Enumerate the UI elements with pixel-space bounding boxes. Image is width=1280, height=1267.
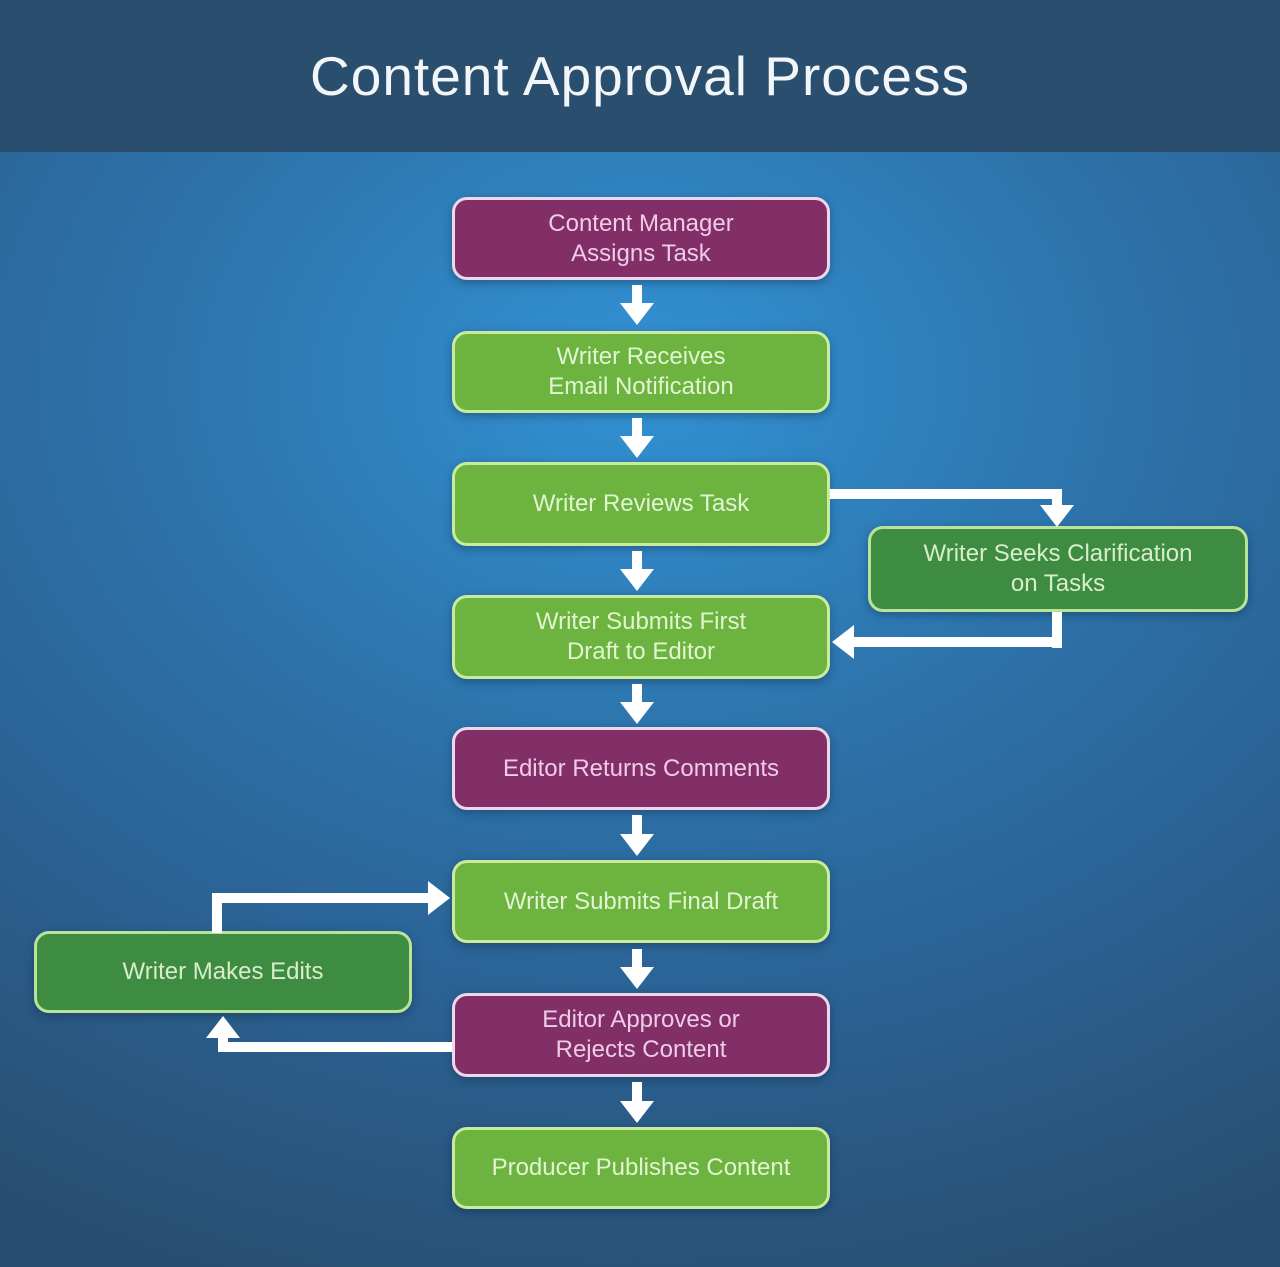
- node-label: Writer Submits Final Draft: [503, 887, 779, 915]
- arrow-shaft: [632, 285, 642, 305]
- arrowhead-left-icon: [832, 625, 854, 659]
- node-label: Writer Receives Email Notification: [548, 343, 734, 400]
- arrowhead-down-icon: [620, 1101, 654, 1123]
- arrowhead-down-icon: [620, 436, 654, 458]
- node-writer-receives-email-notification: Writer Receives Email Notification: [452, 331, 830, 413]
- node-content-manager-assigns-task: Content Manager Assigns Task: [452, 197, 830, 280]
- arrowhead-right-icon: [428, 881, 450, 915]
- arrowhead-down-icon: [620, 702, 654, 724]
- arrowhead-up-icon: [206, 1016, 240, 1038]
- node-label: Writer Makes Edits: [122, 958, 324, 985]
- connector-shaft: [1052, 489, 1062, 507]
- arrowhead-down-icon: [620, 967, 654, 989]
- node-writer-reviews-task: Writer Reviews Task: [452, 462, 830, 546]
- node-producer-publishes-content: Producer Publishes Content: [452, 1127, 830, 1209]
- node-writer-submits-first-draft: Writer Submits First Draft to Editor: [452, 595, 830, 679]
- arrowhead-down-icon: [620, 569, 654, 591]
- node-label: Writer Seeks Clarification on Tasks: [923, 540, 1193, 597]
- arrow-shaft: [632, 949, 642, 969]
- node-writer-submits-final-draft: Writer Submits Final Draft: [452, 860, 830, 943]
- node-writer-makes-edits: Writer Makes Edits: [34, 931, 412, 1013]
- node-writer-seeks-clarification: Writer Seeks Clarification on Tasks: [868, 526, 1248, 612]
- arrowhead-down-icon: [620, 303, 654, 325]
- node-label: Editor Returns Comments: [502, 754, 780, 782]
- connector-shaft: [218, 1042, 452, 1052]
- node-editor-returns-comments: Editor Returns Comments: [452, 727, 830, 810]
- connector-shaft: [830, 489, 1062, 499]
- arrow-shaft: [632, 1082, 642, 1103]
- arrow-shaft: [632, 418, 642, 438]
- arrow-shaft: [632, 551, 642, 571]
- arrow-shaft: [632, 815, 642, 836]
- node-label: Writer Submits First Draft to Editor: [535, 608, 747, 665]
- connector-shaft: [212, 893, 222, 933]
- node-label: Content Manager Assigns Task: [548, 209, 734, 267]
- connector-shaft: [212, 893, 430, 903]
- node-editor-approves-or-rejects: Editor Approves or Rejects Content: [452, 993, 830, 1077]
- node-label: Producer Publishes Content: [491, 1154, 791, 1181]
- arrowhead-down-icon: [620, 834, 654, 856]
- node-label: Writer Reviews Task: [532, 490, 750, 517]
- connector-shaft: [218, 1034, 228, 1046]
- connector-shaft: [1052, 612, 1062, 648]
- header-band: Content Approval Process: [0, 0, 1280, 152]
- page-title: Content Approval Process: [310, 45, 970, 107]
- node-label: Editor Approves or Rejects Content: [542, 1006, 740, 1063]
- connector-shaft: [854, 637, 1062, 647]
- arrowhead-down-icon: [1040, 505, 1074, 527]
- arrow-shaft: [632, 684, 642, 704]
